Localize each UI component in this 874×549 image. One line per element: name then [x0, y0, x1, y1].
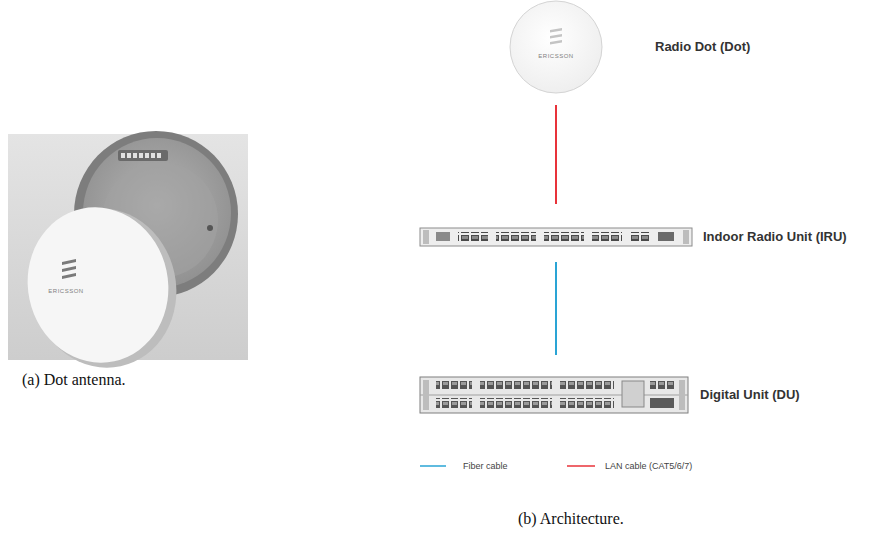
legend-line-sample [420, 465, 446, 467]
brand-mark: ERICSSON [526, 52, 586, 60]
dot-antenna-photo [8, 131, 248, 381]
cable-connector [555, 105, 557, 204]
iru-illustration [420, 228, 692, 246]
equipment-node: Digital Unit (DU) [420, 377, 688, 413]
equipment-label: Radio Dot (Dot) [655, 39, 750, 55]
brand-mark: ERICSSON [46, 287, 86, 295]
radio-dot-illustration [510, 1, 602, 93]
equipment-node: Radio Dot (Dot) [508, 1, 604, 95]
subfigure-caption: (b) Architecture. [518, 509, 624, 529]
equipment-node: Indoor Radio Unit (IRU) [420, 228, 692, 246]
legend-line-sample [567, 465, 595, 467]
legend-entry: Fiber cable [463, 460, 508, 472]
legend-entry: LAN cable (CAT5/6/7) [605, 460, 692, 472]
subfigure-caption: (a) Dot antenna. [22, 370, 126, 390]
cable-connector [555, 262, 557, 355]
equipment-label: Digital Unit (DU) [700, 387, 800, 403]
equipment-label: Indoor Radio Unit (IRU) [703, 229, 847, 245]
du-illustration [420, 377, 688, 413]
